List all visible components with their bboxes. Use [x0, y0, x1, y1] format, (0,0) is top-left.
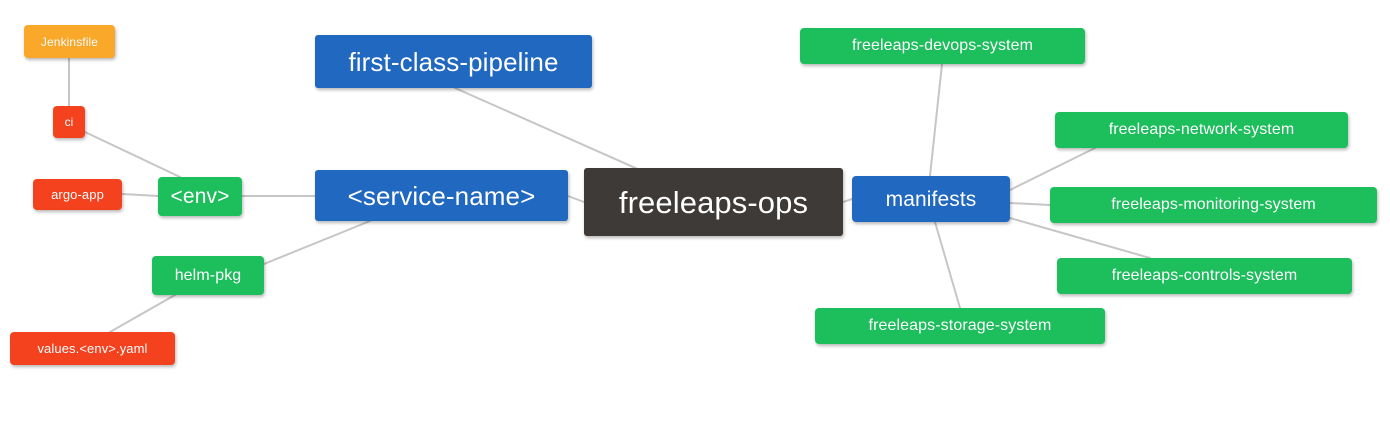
mindmap-node-helmpkg[interactable]: helm-pkg — [152, 256, 264, 295]
mindmap-node-monitoring[interactable]: freeleaps-monitoring-system — [1050, 187, 1377, 223]
mindmap-node-env[interactable]: <env> — [158, 177, 242, 216]
mindmap-node-root[interactable]: freeleaps-ops — [584, 168, 843, 236]
edge-env-to-ci — [84, 131, 181, 178]
mindmap-node-jenkinsfile[interactable]: Jenkinsfile — [24, 25, 115, 58]
mindmap-node-devops[interactable]: freeleaps-devops-system — [800, 28, 1085, 64]
mindmap-node-argoapp[interactable]: argo-app — [33, 179, 122, 210]
edge-env-to-argoapp — [121, 193, 159, 197]
mindmap-node-valuesyaml[interactable]: values.<env>.yaml — [10, 332, 175, 365]
mindmap-node-controls[interactable]: freeleaps-controls-system — [1057, 258, 1352, 294]
edge-manifests-to-monitoring — [1009, 202, 1051, 206]
edge-root-to-pipeline — [454, 87, 641, 171]
edge-root-to-manifests — [842, 198, 853, 203]
edge-service-to-helmpkg — [263, 220, 371, 265]
edge-helmpkg-to-valuesyaml — [109, 294, 176, 333]
edge-manifests-to-storage — [934, 221, 961, 309]
mindmap-node-manifests[interactable]: manifests — [852, 176, 1010, 222]
edge-root-to-service — [567, 195, 585, 203]
edge-manifests-to-network — [1009, 147, 1096, 191]
mindmap-node-service[interactable]: <service-name> — [315, 170, 568, 221]
mindmap-node-pipeline[interactable]: first-class-pipeline — [315, 35, 592, 88]
mindmap-node-network[interactable]: freeleaps-network-system — [1055, 112, 1348, 148]
mindmap-node-storage[interactable]: freeleaps-storage-system — [815, 308, 1105, 344]
edge-manifests-to-devops — [929, 63, 943, 177]
mindmap-node-ci[interactable]: ci — [53, 106, 85, 138]
edge-manifests-to-controls — [1009, 217, 1151, 259]
